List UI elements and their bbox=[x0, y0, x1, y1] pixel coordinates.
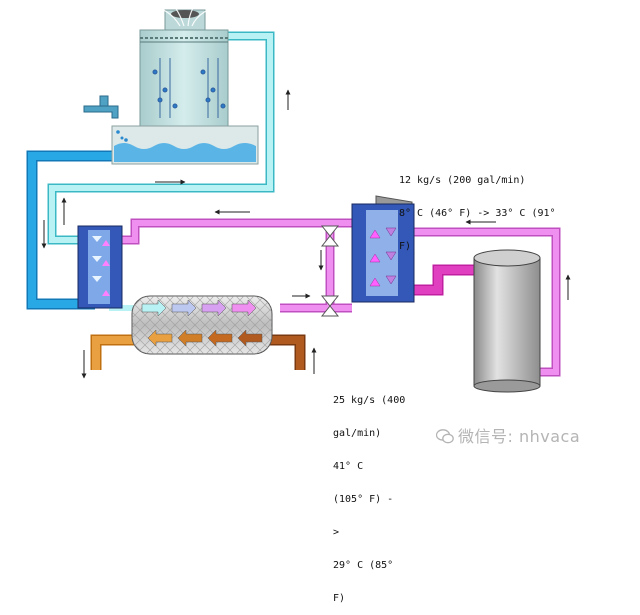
pink-pipe-network bbox=[110, 218, 561, 377]
bottom-loop-line-3: 41° C bbox=[333, 461, 364, 472]
bottom-loop-flow-label: 25 kg/s (400 gal/min) 41° C (105° F) - >… bbox=[333, 373, 405, 615]
wechat-icon bbox=[436, 429, 454, 444]
hvac-system-diagram bbox=[26, 0, 571, 393]
bottom-loop-line-4: (105° F) - bbox=[333, 494, 394, 505]
chiller-unit bbox=[131, 295, 273, 355]
top-loop-flow-label: 12 kg/s (200 gal/min) 8° C (46° F) -> 33… bbox=[399, 153, 556, 263]
watermark-text: 微信号: nhvaca bbox=[458, 427, 581, 446]
bottom-loop-line-7: F) bbox=[333, 593, 346, 604]
heat-exchanger-right bbox=[351, 195, 415, 303]
flow-arrows bbox=[41, 89, 571, 379]
fan-icon bbox=[171, 10, 199, 18]
top-loop-line-2: 8° C (46° F) -> 33° C (91° bbox=[399, 208, 556, 219]
arrow-row-top bbox=[141, 299, 257, 317]
bottom-loop-line-6: 29° C (85° bbox=[333, 560, 394, 571]
watermark: 微信号: nhvaca bbox=[436, 423, 580, 447]
heat-exchanger-left bbox=[77, 225, 123, 309]
bottom-loop-line-2: gal/min) bbox=[333, 428, 382, 439]
top-loop-line-3: F) bbox=[399, 241, 412, 252]
faucet-icon bbox=[83, 105, 119, 119]
valve-top bbox=[320, 225, 340, 247]
bottom-loop-line-5: > bbox=[333, 527, 340, 538]
arrow-row-bottom bbox=[147, 329, 263, 347]
top-loop-line-1: 12 kg/s (200 gal/min) bbox=[399, 175, 526, 186]
valve-bottom bbox=[320, 295, 340, 317]
cooling-tower bbox=[83, 0, 259, 165]
bottom-loop-line-1: 25 kg/s (400 bbox=[333, 395, 406, 406]
storage-tank bbox=[473, 249, 541, 393]
